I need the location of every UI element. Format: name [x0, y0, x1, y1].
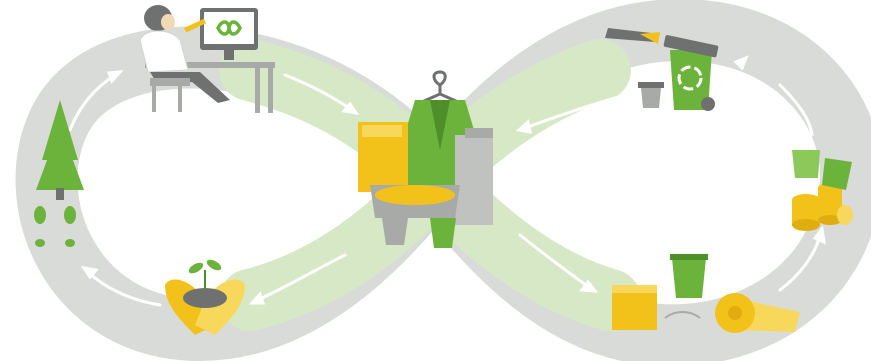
- green-bag-1: [792, 150, 820, 178]
- cup-gray: [382, 218, 408, 245]
- yellow-box-lid: [362, 125, 402, 137]
- carton-top: [465, 128, 493, 138]
- trash-can-icon: [638, 82, 664, 108]
- food: [375, 185, 455, 205]
- recycling-bin-icon: [663, 35, 718, 111]
- carton: [455, 135, 493, 225]
- cup-green: [430, 218, 456, 248]
- cup-icon: [670, 254, 708, 298]
- packaging-icon: [612, 285, 657, 330]
